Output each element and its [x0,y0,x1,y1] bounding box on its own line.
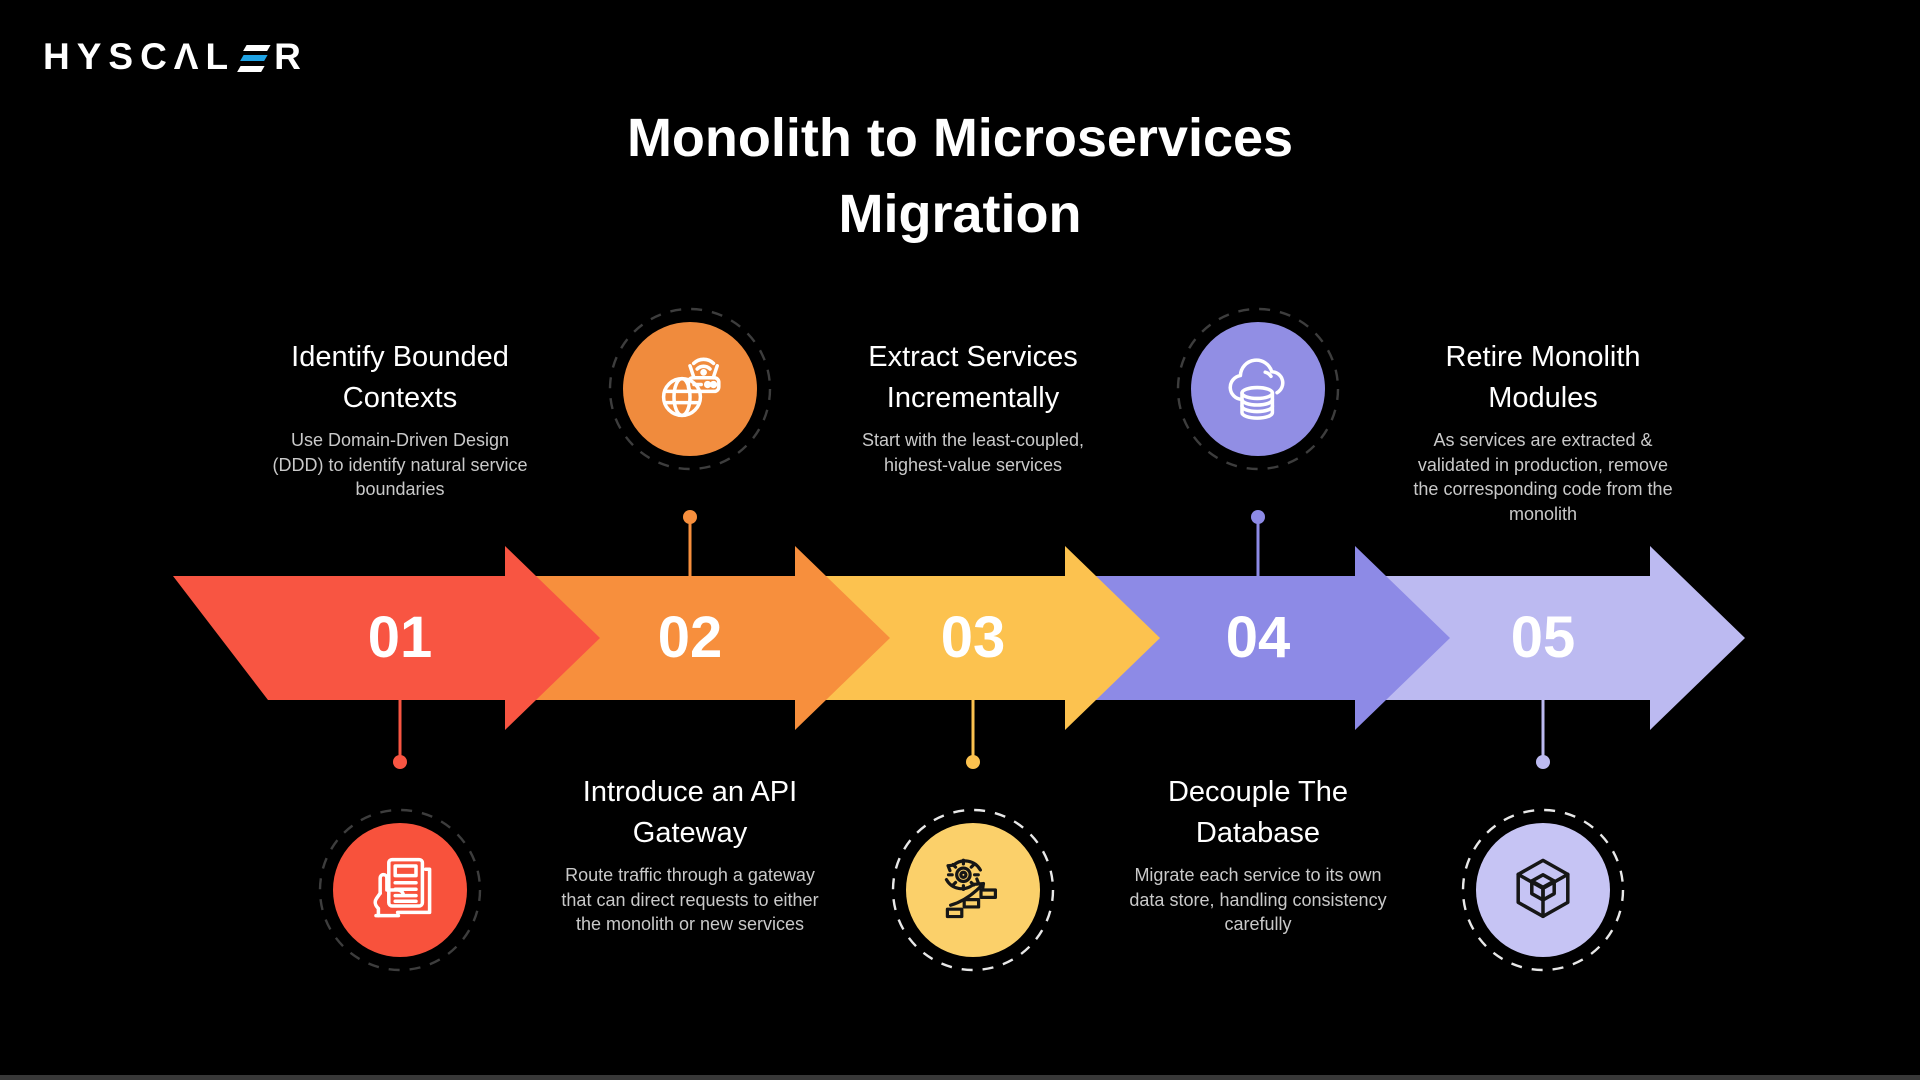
step-3-textblock: Extract Services Incrementally Start wit… [803,337,1143,477]
arrow-03 [792,546,1160,730]
step-2-description: Route traffic through a gateway that can… [561,865,819,934]
step-2-title: Introduce an API Gateway [582,776,798,849]
step-4-title: Decouple The Database [1167,776,1349,849]
step-4-textblock: Decouple The Database Migrate each servi… [1088,772,1428,937]
connector-dot-step-4 [1251,510,1265,524]
step-1-description: Use Domain-Driven Design (DDD) to identi… [272,430,528,499]
step-4-description: Migrate each service to its own data sto… [1129,865,1387,934]
step-1-icon-badge [315,805,485,975]
arrow-04 [1062,546,1450,730]
step-1-title: Identify Bounded Contexts [291,341,509,414]
arrow-01 [173,546,600,730]
cube-module-icon [1461,808,1625,972]
gear-steps-arrow-icon [891,808,1055,972]
page-title: Monolith to Microservices Migration [626,108,1294,244]
step-3-icon-badge [888,805,1058,975]
step-1-textblock: Identify Bounded Contexts Use Domain-Dri… [230,337,570,502]
arrow-05 [1352,546,1745,730]
arrow-number-02: 02 [657,605,723,670]
step-4-icon-badge [1173,304,1343,474]
connector-dot-step-2 [683,510,697,524]
step-5-textblock: Retire Monolith Modules As services are … [1373,337,1713,526]
arrow-number-04: 04 [1225,605,1291,670]
hyscaler-logo: HYSCΛL R [43,36,308,78]
logo-text-left: HYSCΛL [43,36,236,77]
cloud-database-icon [1176,307,1340,471]
connector-dot-step-3 [966,755,980,769]
step-2-textblock: Introduce an API Gateway Route traffic t… [520,772,860,937]
arrow-02 [500,546,890,730]
step-5-description: As services are extracted & validated in… [1413,430,1673,524]
pointing-hand-document-icon [318,808,482,972]
arrow-number-01: 01 [367,605,433,670]
bottom-bar [0,1075,1920,1080]
connector-dot-step-1 [393,755,407,769]
step-2-icon-badge [605,304,775,474]
globe-wifi-router-icon [608,307,772,471]
step-5-icon-badge [1458,805,1628,975]
step-3-description: Start with the least-coupled, highest-va… [861,430,1085,475]
step-5-title: Retire Monolith Modules [1445,341,1641,414]
arrow-number-03: 03 [940,605,1006,670]
step-3-title: Extract Services Incrementally [868,341,1078,414]
logo-text-right: R [274,36,308,77]
connector-dot-step-5 [1536,755,1550,769]
arrow-number-05: 05 [1510,605,1576,670]
